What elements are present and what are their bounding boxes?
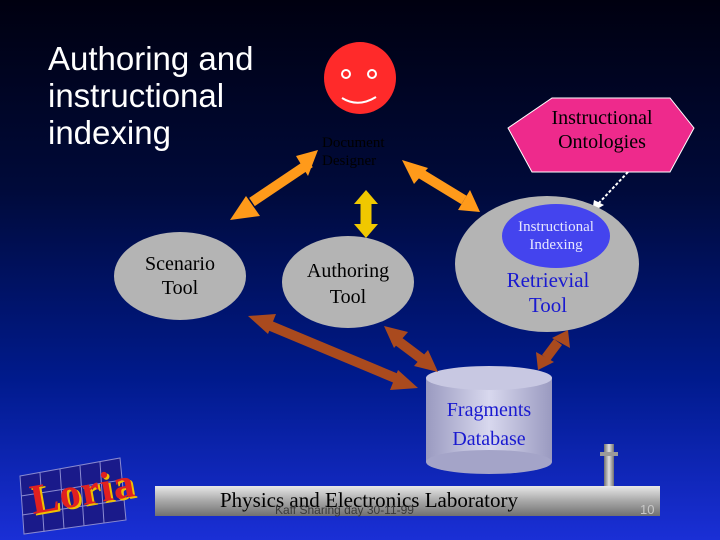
scenario-database-arrow bbox=[248, 314, 418, 390]
designer-authoring-arrow bbox=[354, 190, 378, 238]
authoring-tool-label: Authoring Tool bbox=[284, 258, 412, 310]
label-line: Designer bbox=[322, 153, 377, 169]
ontology-pointer-line bbox=[597, 171, 629, 205]
page-number: 10 bbox=[640, 502, 655, 517]
designer-retrieval-arrow bbox=[402, 160, 480, 212]
label-line: Retrievial bbox=[506, 268, 590, 292]
scenario-tool-ellipse bbox=[114, 232, 246, 320]
retrieval-database-arrow bbox=[536, 330, 570, 370]
label-line: Instructional bbox=[518, 219, 594, 235]
database-cylinder bbox=[426, 366, 552, 474]
instructional-ontologies-label: Instructional Ontologies bbox=[520, 106, 684, 154]
scenario-tool-label: Scenario Tool bbox=[116, 252, 244, 300]
slide-title: Authoring and instructional indexing bbox=[48, 40, 298, 151]
title-line: Authoring and bbox=[48, 40, 254, 77]
designer-face-icon bbox=[324, 42, 396, 114]
label-line: Fragments bbox=[446, 399, 532, 421]
label-line: Authoring bbox=[306, 260, 390, 282]
label-line: Ontologies bbox=[558, 131, 646, 153]
authoring-database-arrow bbox=[384, 326, 438, 372]
label-line: Tool bbox=[329, 286, 367, 308]
indexing-ellipse bbox=[502, 204, 610, 268]
footer-bar bbox=[155, 486, 660, 516]
label-line: Document bbox=[322, 135, 385, 151]
label-line: Indexing bbox=[529, 237, 583, 253]
title-line: indexing bbox=[48, 114, 171, 151]
designer-scenario-arrow bbox=[230, 150, 318, 220]
label-line: Tool bbox=[161, 277, 199, 299]
retrieval-tool-label: Retrievial Tool bbox=[490, 268, 606, 318]
title-line: instructional bbox=[48, 77, 225, 114]
lab-name: Physics and Electronics Laboratory bbox=[220, 488, 518, 512]
fragments-database-label: Fragments Database bbox=[426, 396, 552, 454]
instructional-indexing-label: Instructional Indexing bbox=[502, 218, 610, 254]
antenna-pole-icon bbox=[600, 444, 618, 514]
logo-grid-icon bbox=[19, 457, 127, 535]
authoring-tool-ellipse bbox=[282, 236, 414, 328]
label-line: Instructional bbox=[551, 107, 653, 129]
label-line: Tool bbox=[528, 293, 568, 317]
document-designer-label: Document Designer bbox=[322, 134, 384, 170]
label-line: Database bbox=[452, 428, 526, 450]
label-line: Scenario bbox=[145, 253, 215, 275]
ontologies-pentagon bbox=[507, 97, 695, 173]
footer-subtitle: Kaff Sharing day 30-11-99 bbox=[275, 503, 414, 517]
